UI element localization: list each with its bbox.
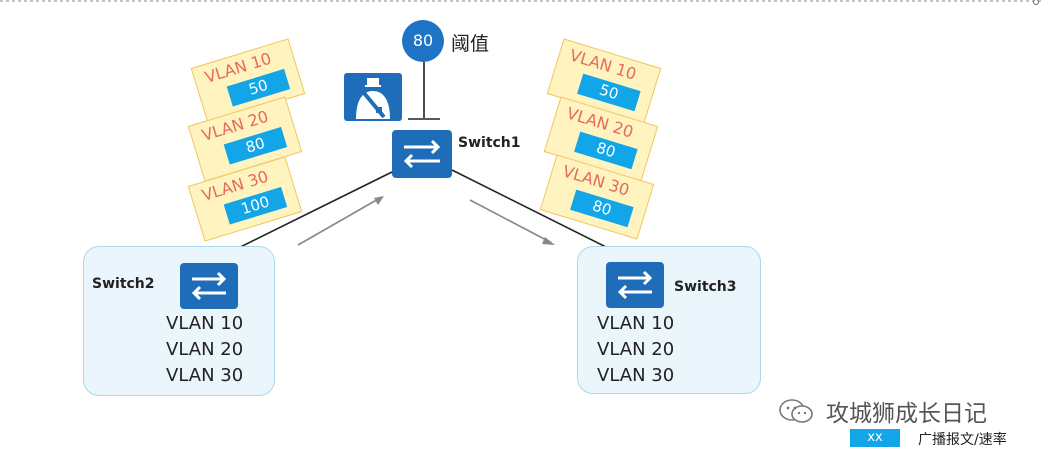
flow-arrowhead-left [374, 196, 384, 205]
switch-arrows-icon[interactable] [606, 262, 664, 308]
vlan-item: VLAN 30 [597, 365, 675, 386]
vlan-item: VLAN 20 [166, 339, 244, 360]
threshold-value: 80 [402, 20, 444, 62]
wechat-icon [779, 399, 813, 423]
flow-arrow-left [297, 197, 381, 246]
legend-swatch: xx [850, 429, 900, 447]
legend-text: 广播报文/速率 [918, 432, 1007, 448]
flow-arrowhead-right [542, 237, 555, 245]
switch2-vlan-list: VLAN 10 VLAN 20 VLAN 30 [166, 311, 243, 389]
switch2-label: Switch2 [92, 276, 155, 292]
watermark-text: 攻城狮成长日记 [826, 401, 987, 427]
switch-arrows-icon[interactable] [392, 130, 452, 178]
vlan-item: VLAN 10 [166, 313, 244, 334]
switch-arrows-icon[interactable] [180, 263, 238, 309]
vlan-item: VLAN 30 [166, 365, 244, 386]
resize-handle [1033, 0, 1039, 5]
vlan-item: VLAN 10 [597, 313, 675, 334]
switch3-label: Switch3 [674, 279, 737, 295]
flow-arrow-right [469, 199, 551, 243]
switch1-label: Switch1 [458, 135, 521, 151]
seatbelt-icon [344, 73, 402, 121]
switch2-group [83, 246, 275, 396]
vlan-item: VLAN 20 [597, 339, 675, 360]
threshold-label: 阈值 [451, 33, 490, 55]
switch3-vlan-list: VLAN 10 VLAN 20 VLAN 30 [597, 311, 674, 389]
